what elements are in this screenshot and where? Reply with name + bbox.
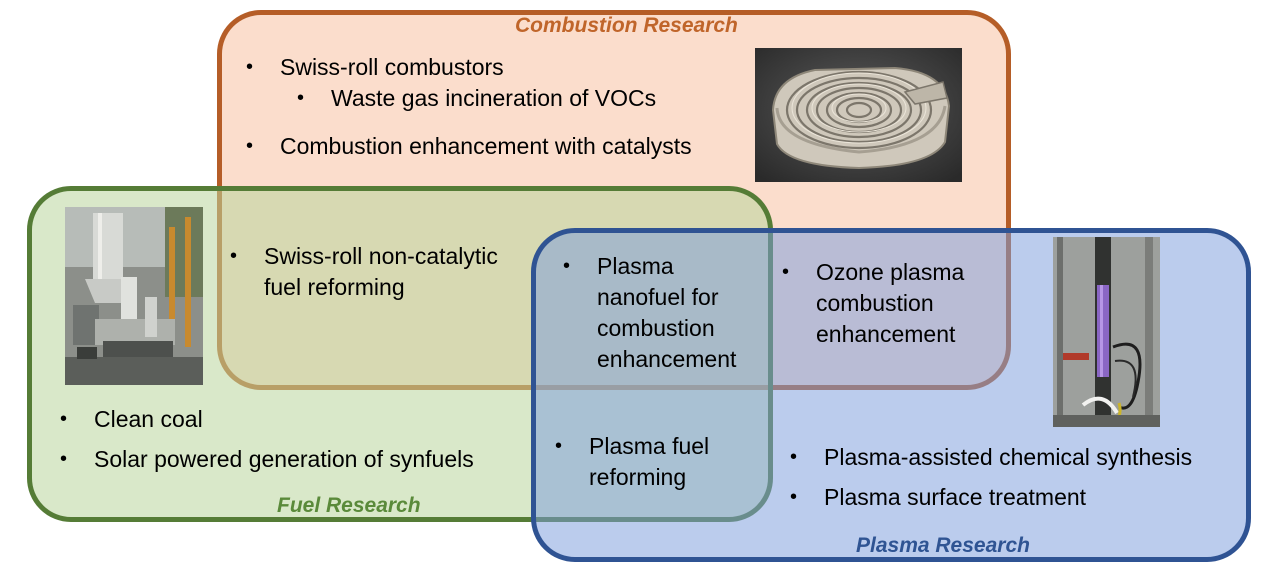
bullet-icon: • [246,135,254,157]
bullet-icon: • [60,408,68,430]
plasma-reactor-photo [1053,237,1160,427]
fuel-research-title: Fuel Research [277,494,421,517]
combustion-item-catalysts: • Combustion enhancement with catalysts [246,131,692,162]
fuel-item-solar-synfuels: • Solar powered generation of synfuels [60,444,474,475]
combustion-item-swiss-roll-combustors: • Swiss-roll combustors [246,52,504,83]
item-text: Clean coal [94,406,203,432]
swiss-roll-combustor-photo [755,48,962,182]
combustion-research-title: Combustion Research [515,14,738,37]
fuel-item-clean-coal: • Clean coal [60,404,203,435]
bullet-icon: • [555,435,563,457]
item-text: Swiss-roll combustors [280,54,504,80]
bullet-icon: • [297,87,305,109]
fuel-reactor-equipment-photo [65,207,203,385]
bullet-icon: • [246,56,254,78]
item-text: Plasma surface treatment [824,484,1087,510]
bullet-icon: • [790,446,798,468]
plasma-item-surface-treatment: • Plasma surface treatment [790,482,1086,513]
plasma-research-title: Plasma Research [856,534,1030,557]
bullet-icon: • [790,486,798,508]
bullet-icon: • [230,245,238,267]
combustion-subitem-waste-gas: • Waste gas incineration of VOCs [297,83,656,114]
bullet-icon: • [60,448,68,470]
item-text: Solar powered generation of synfuels [94,446,474,472]
item-text: Combustion enhancement with catalysts [280,133,692,159]
item-text: Waste gas incineration of VOCs [331,85,657,111]
bullet-icon: • [563,255,571,277]
bullet-icon: • [782,261,790,283]
item-text: Plasma-assisted chemical synthesis [824,444,1193,470]
plasma-item-chemical-synthesis: • Plasma-assisted chemical synthesis [790,442,1192,473]
